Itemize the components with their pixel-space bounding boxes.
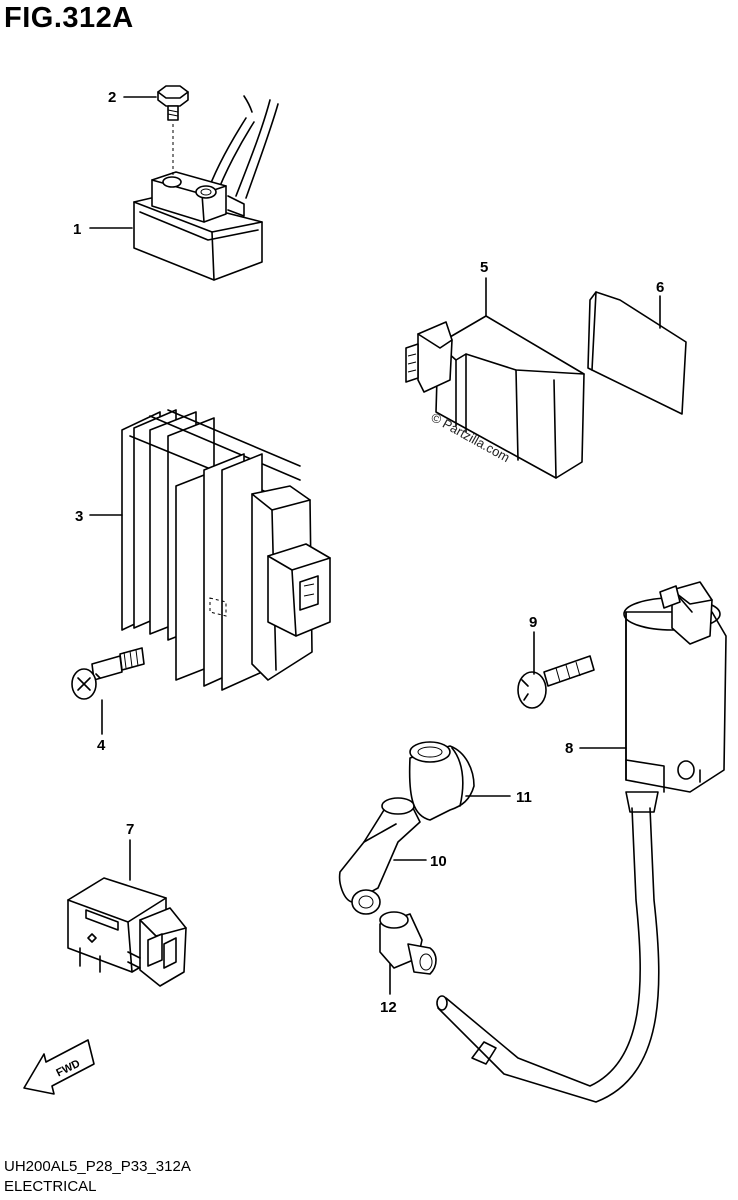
- part-7-coupler[interactable]: [67, 877, 187, 987]
- part-4-bolt[interactable]: [71, 647, 145, 700]
- callout-6: 6: [656, 279, 664, 296]
- figure-code: UH200AL5_P28_P33_312A: [4, 1158, 191, 1175]
- part-2-screw[interactable]: [157, 85, 189, 176]
- part-5-ecm[interactable]: [405, 315, 585, 479]
- callout-9: 9: [529, 614, 537, 631]
- callout-11: 11: [516, 789, 532, 806]
- fwd-direction-arrow: FWD: [23, 1039, 95, 1095]
- part-3-regulator[interactable]: [121, 409, 331, 691]
- callout-12: 12: [380, 999, 397, 1016]
- callout-10: 10: [430, 853, 447, 870]
- leader-lines: [89, 96, 661, 995]
- part-10-plug-cap[interactable]: [338, 797, 421, 915]
- part-1-relay[interactable]: [133, 95, 279, 281]
- part-12-grommet[interactable]: [379, 911, 437, 975]
- callout-4: 4: [97, 737, 106, 754]
- figure-name: ELECTRICAL: [4, 1178, 97, 1195]
- part-11-boot[interactable]: [408, 741, 475, 821]
- part-8-ignition-coil[interactable]: [436, 581, 727, 1103]
- callout-3: 3: [75, 508, 83, 525]
- part-9-bolt[interactable]: [517, 655, 595, 709]
- callout-8: 8: [565, 740, 573, 757]
- callout-2: 2: [108, 89, 116, 106]
- callout-1: 1: [73, 221, 81, 238]
- callout-5: 5: [480, 259, 488, 276]
- callout-7: 7: [126, 821, 134, 838]
- part-6-pad[interactable]: [587, 291, 687, 415]
- figure-title: FIG.312A: [4, 2, 134, 34]
